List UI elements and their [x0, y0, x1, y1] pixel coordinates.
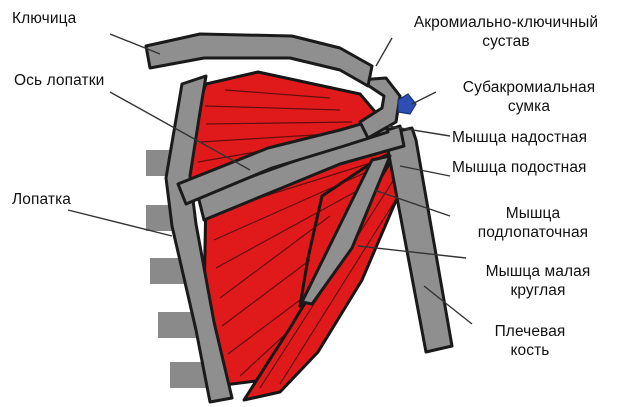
label-scapular-spine: Ось лопатки [14, 71, 104, 90]
label-humerus-line1: Плечевая [470, 322, 590, 341]
label-acj-line2: сустав [392, 32, 620, 51]
label-acromioclavicular-joint: Акромиально-ключичный сустав [392, 13, 620, 51]
label-clavicle: Ключица [12, 9, 76, 28]
label-bursa-line2: сумка [440, 97, 618, 116]
label-humerus-line2: кость [470, 341, 590, 360]
leader-acj [376, 38, 392, 66]
label-subscap-line1: Мышца [458, 204, 608, 223]
humerus [388, 128, 452, 352]
label-infraspinatus: Мышца подостная [452, 158, 587, 177]
label-teres-minor: Мышца малая круглая [468, 262, 608, 300]
label-teres-line1: Мышца малая [468, 262, 608, 281]
label-subscapularis: Мышца подлопаточная [458, 204, 608, 242]
leader-bursa [412, 92, 436, 104]
label-acj-line1: Акромиально-ключичный [392, 13, 620, 32]
label-humerus: Плечевая кость [470, 322, 590, 360]
label-scapula: Лопатка [12, 190, 71, 209]
label-supraspinatus: Мышца надостная [452, 128, 587, 147]
rib [170, 362, 206, 388]
label-bursa-line1: Субакромиальная [440, 78, 618, 97]
label-teres-line2: круглая [468, 281, 608, 300]
label-subscap-line2: подлопаточная [458, 223, 608, 242]
label-subacromial-bursa: Субакромиальная сумка [440, 78, 618, 116]
